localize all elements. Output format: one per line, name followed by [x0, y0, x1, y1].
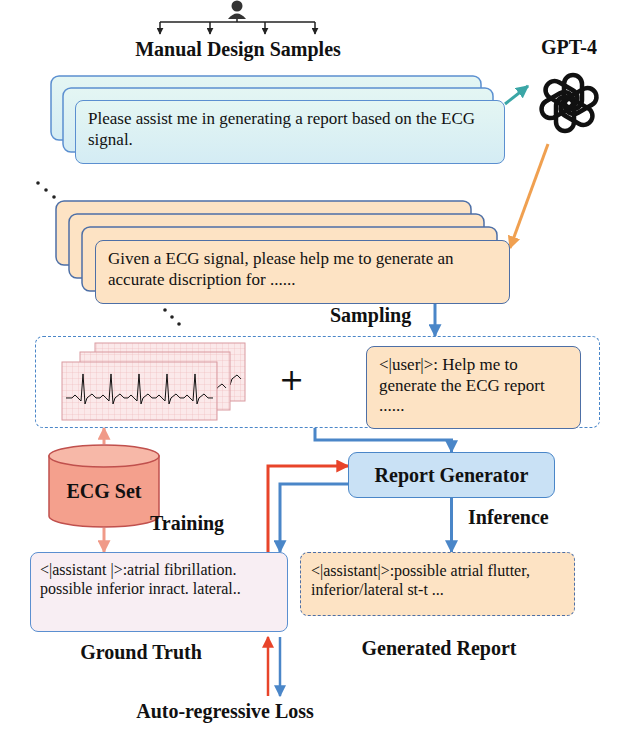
report-text: <|assistant |>:atrial fibrillation. poss… — [40, 560, 278, 598]
logo-icon — [536, 70, 602, 136]
plus-sign: + — [279, 365, 304, 395]
box-caption: Ground Truth — [80, 641, 202, 664]
dataset-name: ECG Set — [48, 444, 160, 503]
person-icon — [160, 1, 315, 35]
database-cylinder: ECG Set — [48, 444, 160, 528]
loss-label: Auto-regressive Loss — [136, 700, 314, 723]
edge-label: Training — [150, 512, 224, 535]
ecg-sheets — [62, 343, 245, 420]
instruction-text: <|user|>: Help me to generate the ECG re… — [379, 355, 568, 417]
loss-arrows — [268, 637, 280, 696]
prompt-box: Manual Design SamplesPlease assist me in… — [75, 100, 505, 164]
prompt-text: Please assist me in generating a report … — [88, 109, 492, 150]
report-text: <|assistant|>:possible atrial flutter, i… — [311, 561, 564, 599]
report-box: <|assistant |>:atrial fibrillation. poss… — [30, 552, 288, 632]
connector-arrow — [450, 498, 453, 552]
edge-label: Sampling — [330, 304, 411, 327]
connector-arrow — [510, 144, 548, 248]
model-name: Report Generator — [375, 464, 529, 487]
box-caption: Generated Report — [362, 637, 517, 660]
section-heading: Manual Design Samples — [135, 38, 341, 61]
instruction-box: <|user|>: Help me to generate the ECG re… — [366, 346, 581, 429]
connector-arrow — [103, 528, 106, 552]
connector-arrow — [434, 304, 437, 336]
input-region: + <|user|>: Help me to generate the ECG r… — [35, 336, 600, 428]
model-box: Report Generator — [348, 452, 555, 498]
ecg-sheet — [62, 362, 217, 420]
prompt-text: Given a ECG signal, please help me to ge… — [108, 249, 497, 290]
connector-arrow — [280, 484, 348, 552]
connector-arrow — [505, 86, 528, 104]
connector-arrow — [315, 428, 452, 452]
prompt-box: Given a ECG signal, please help me to ge… — [95, 240, 510, 304]
report-box: <|assistant|>:possible atrial flutter, i… — [300, 552, 575, 616]
gpt-node: GPT-4 — [528, 36, 610, 144]
edge-label: Inference — [468, 506, 549, 529]
model-name: GPT-4 — [528, 36, 610, 59]
connector-arrow — [103, 428, 106, 444]
connector-arrow — [268, 466, 348, 552]
ecg-trace — [66, 374, 213, 404]
